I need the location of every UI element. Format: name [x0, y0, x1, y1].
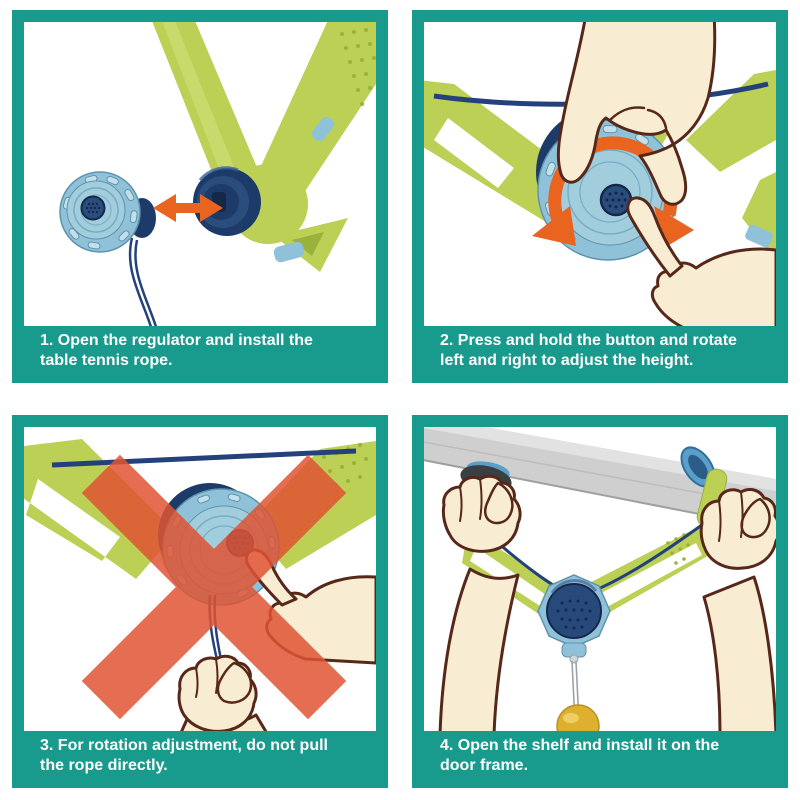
caption-line: table tennis rope. [40, 352, 173, 369]
step-panel-2: 2. Press and hold the button and rotate … [412, 10, 788, 383]
step-4-caption: 4. Open the shelf and install it on the … [424, 731, 776, 776]
caption-line: door frame. [440, 757, 529, 774]
button-dot-texture [556, 599, 592, 630]
caption-line: left and right to adjust the height. [440, 352, 694, 369]
step-panel-4: 4. Open the shelf and install it on the … [412, 415, 788, 788]
step-4-art [424, 427, 776, 731]
trainer-arms [152, 22, 376, 272]
step-4-illustration [424, 427, 776, 731]
caption-line: 3. For rotation adjustment, do not pull [40, 737, 328, 754]
grip-texture-dots [340, 28, 376, 106]
string-and-ball [556, 660, 600, 731]
adjust-button [80, 195, 106, 221]
regulator-knob [59, 171, 156, 253]
rope [51, 448, 357, 468]
right-hand [699, 488, 776, 731]
step-2-caption: 2. Press and hold the button and rotate … [424, 326, 776, 371]
caption-line: 1. Open the regulator and install the [40, 332, 313, 349]
button-dot-texture [85, 202, 101, 214]
steps-grid: 1. Open the regulator and install the ta… [12, 10, 788, 788]
caption-line: the rope directly. [40, 757, 168, 774]
step-1-illustration [24, 22, 376, 326]
step-1-art [59, 22, 376, 326]
step-3-illustration [24, 427, 376, 731]
install-direction-arrow-icon [153, 194, 223, 222]
prohibition-cross-icon [81, 454, 347, 720]
step-3-art [24, 439, 376, 731]
gripping-hand [556, 22, 717, 206]
step-panel-3: 3. For rotation adjustment, do not pull … [12, 415, 388, 788]
step-2-illustration [424, 22, 776, 326]
regulator-knob [537, 574, 611, 664]
step-panel-1: 1. Open the regulator and install the ta… [12, 10, 388, 383]
pulling-fist [177, 654, 268, 731]
knob-rim-slots [62, 174, 138, 250]
caption-line: 4. Open the shelf and install it on the [440, 737, 720, 754]
step-3-caption: 3. For rotation adjustment, do not pull … [24, 731, 376, 776]
hanging-rope [128, 237, 158, 326]
step-1-caption: 1. Open the regulator and install the ta… [24, 326, 376, 371]
caption-line: 2. Press and hold the button and rotate [440, 332, 737, 349]
button-dot-texture [605, 191, 627, 209]
grip-texture-dots [666, 533, 690, 565]
step-2-art [424, 22, 776, 326]
left-hand [438, 474, 522, 731]
pressing-hand [626, 196, 776, 326]
